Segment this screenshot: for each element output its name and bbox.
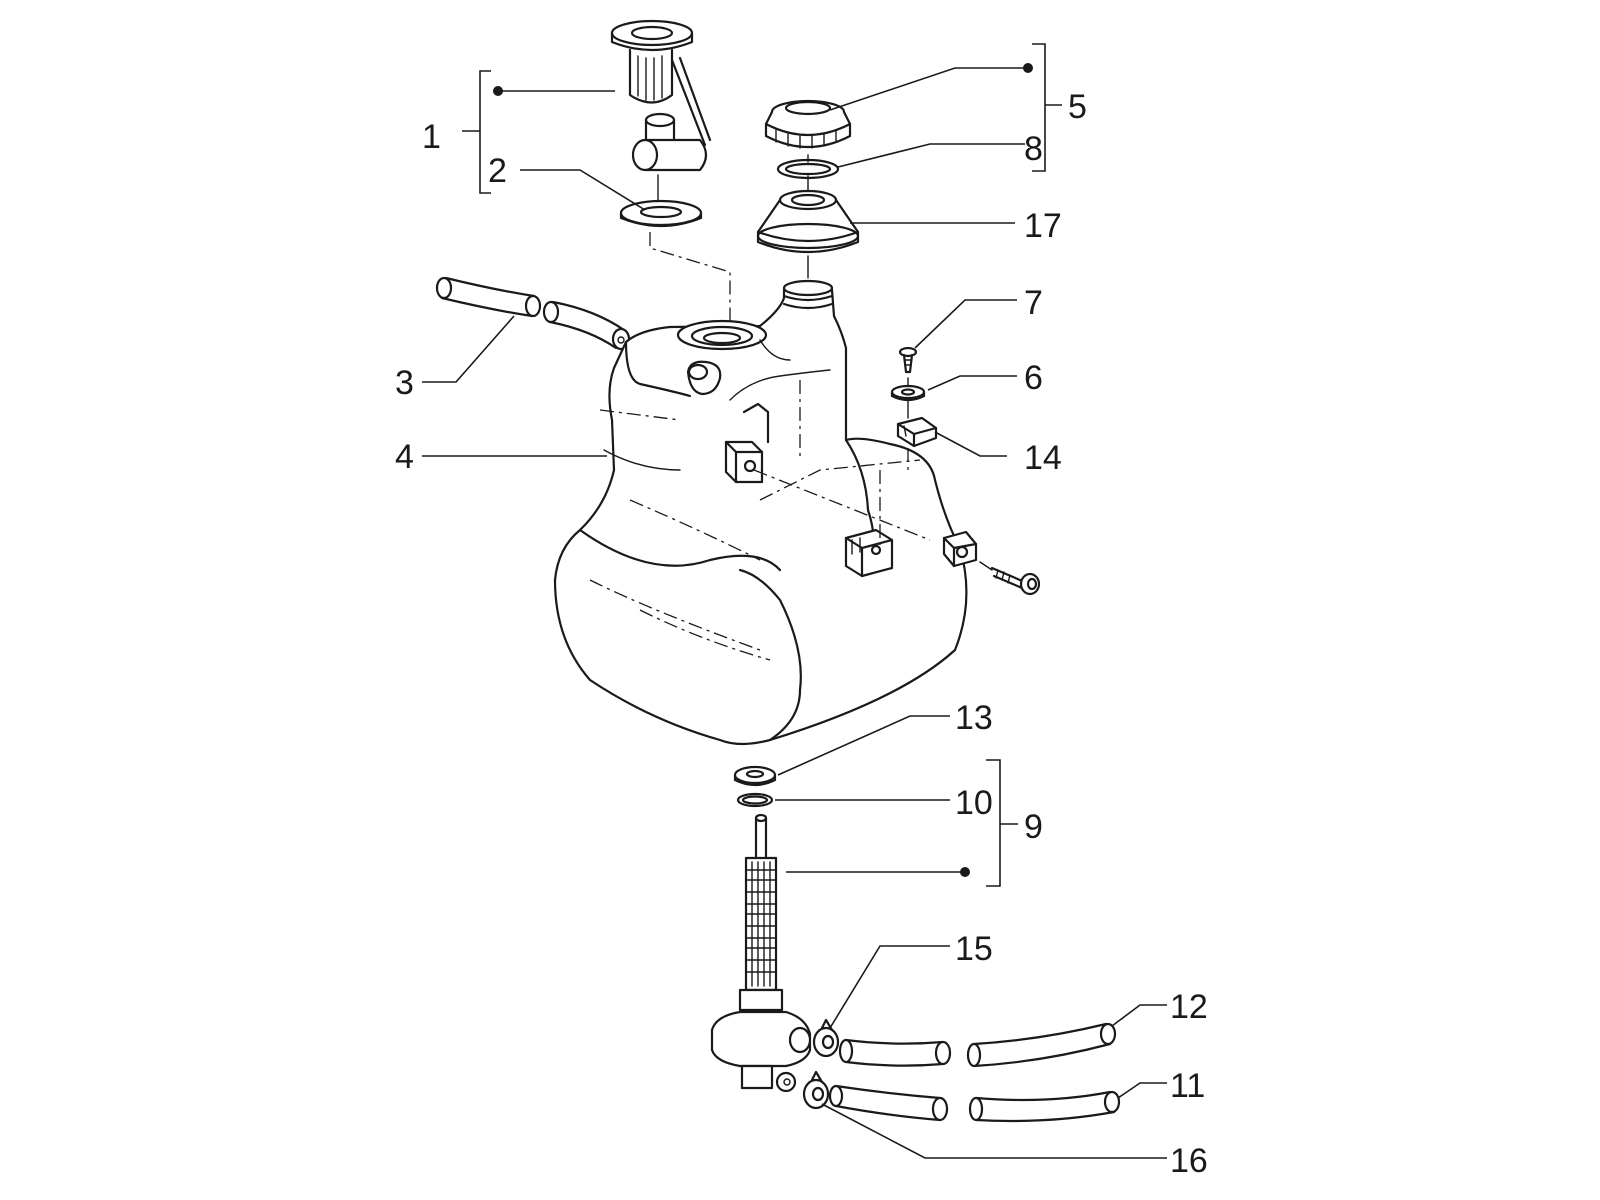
- callout-8: 8: [1024, 130, 1043, 168]
- callout-1: 1: [422, 118, 441, 156]
- fuel-hose-part-11: [828, 1084, 1121, 1123]
- callout-10: 10: [955, 784, 993, 822]
- bracket-9: [986, 759, 1001, 887]
- callout-16: 16: [1170, 1142, 1208, 1180]
- filler-neck-part-17: [756, 189, 860, 254]
- callout-2: 2: [488, 152, 507, 190]
- callout-9: 9: [1024, 808, 1043, 846]
- bracket-5: [1032, 43, 1046, 172]
- washer-part-13: [733, 765, 777, 787]
- fuel-hose-part-12: [838, 1022, 1117, 1068]
- callout-3: 3: [395, 364, 414, 402]
- washer-part-6: [890, 384, 926, 402]
- fuel-tank-part-4: [553, 279, 968, 746]
- callout-15: 15: [955, 930, 993, 968]
- callout-7: 7: [1024, 284, 1043, 322]
- hose-clip-part-16: [802, 1070, 830, 1110]
- square-nut-part: [942, 530, 978, 568]
- gasket-part-2: [619, 199, 703, 228]
- side-screw-part: [990, 566, 1041, 596]
- callout-5: 5: [1068, 88, 1087, 126]
- breather-hose-part-3: [435, 276, 631, 351]
- callout-6: 6: [1024, 359, 1043, 397]
- hose-clip-part-15: [812, 1018, 840, 1058]
- callout-13: 13: [955, 699, 993, 737]
- callout-14: 14: [1024, 439, 1062, 477]
- callout-11: 11: [1170, 1067, 1205, 1105]
- bracket-1: [479, 70, 491, 194]
- clip-part-14: [896, 416, 938, 448]
- callout-12: 12: [1170, 988, 1208, 1026]
- o-ring-part-10: [736, 792, 774, 808]
- filler-cap-part: [764, 99, 852, 149]
- fuel-tap-part-9: [710, 813, 812, 1093]
- screw-part-7: [898, 346, 918, 374]
- fuel-pump-sender-part: [610, 19, 712, 172]
- callout-4: 4: [395, 438, 414, 476]
- callout-17: 17: [1024, 207, 1062, 245]
